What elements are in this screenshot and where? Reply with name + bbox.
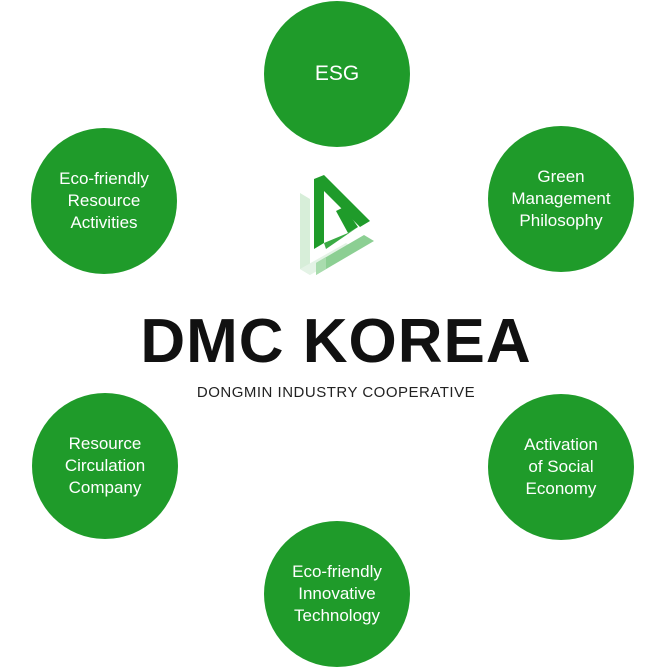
esg-circle: ESG xyxy=(264,1,410,147)
brand-subtitle: DONGMIN INDUSTRY COOPERATIVE xyxy=(196,384,476,401)
eco-friendly-innovative-technology-circle: Eco-friendly Innovative Technology xyxy=(264,521,410,667)
resource-circulation-company-circle: Resource Circulation Company xyxy=(32,393,178,539)
eco-friendly-resource-activities-circle: Eco-friendly Resource Activities xyxy=(31,128,177,274)
activation-of-social-economy-circle: Activation of Social Economy xyxy=(488,394,634,540)
dmc-logo-icon xyxy=(300,175,374,275)
green-management-philosophy-circle: Green Management Philosophy xyxy=(488,126,634,272)
brand-name: DMC KOREA xyxy=(140,307,532,376)
